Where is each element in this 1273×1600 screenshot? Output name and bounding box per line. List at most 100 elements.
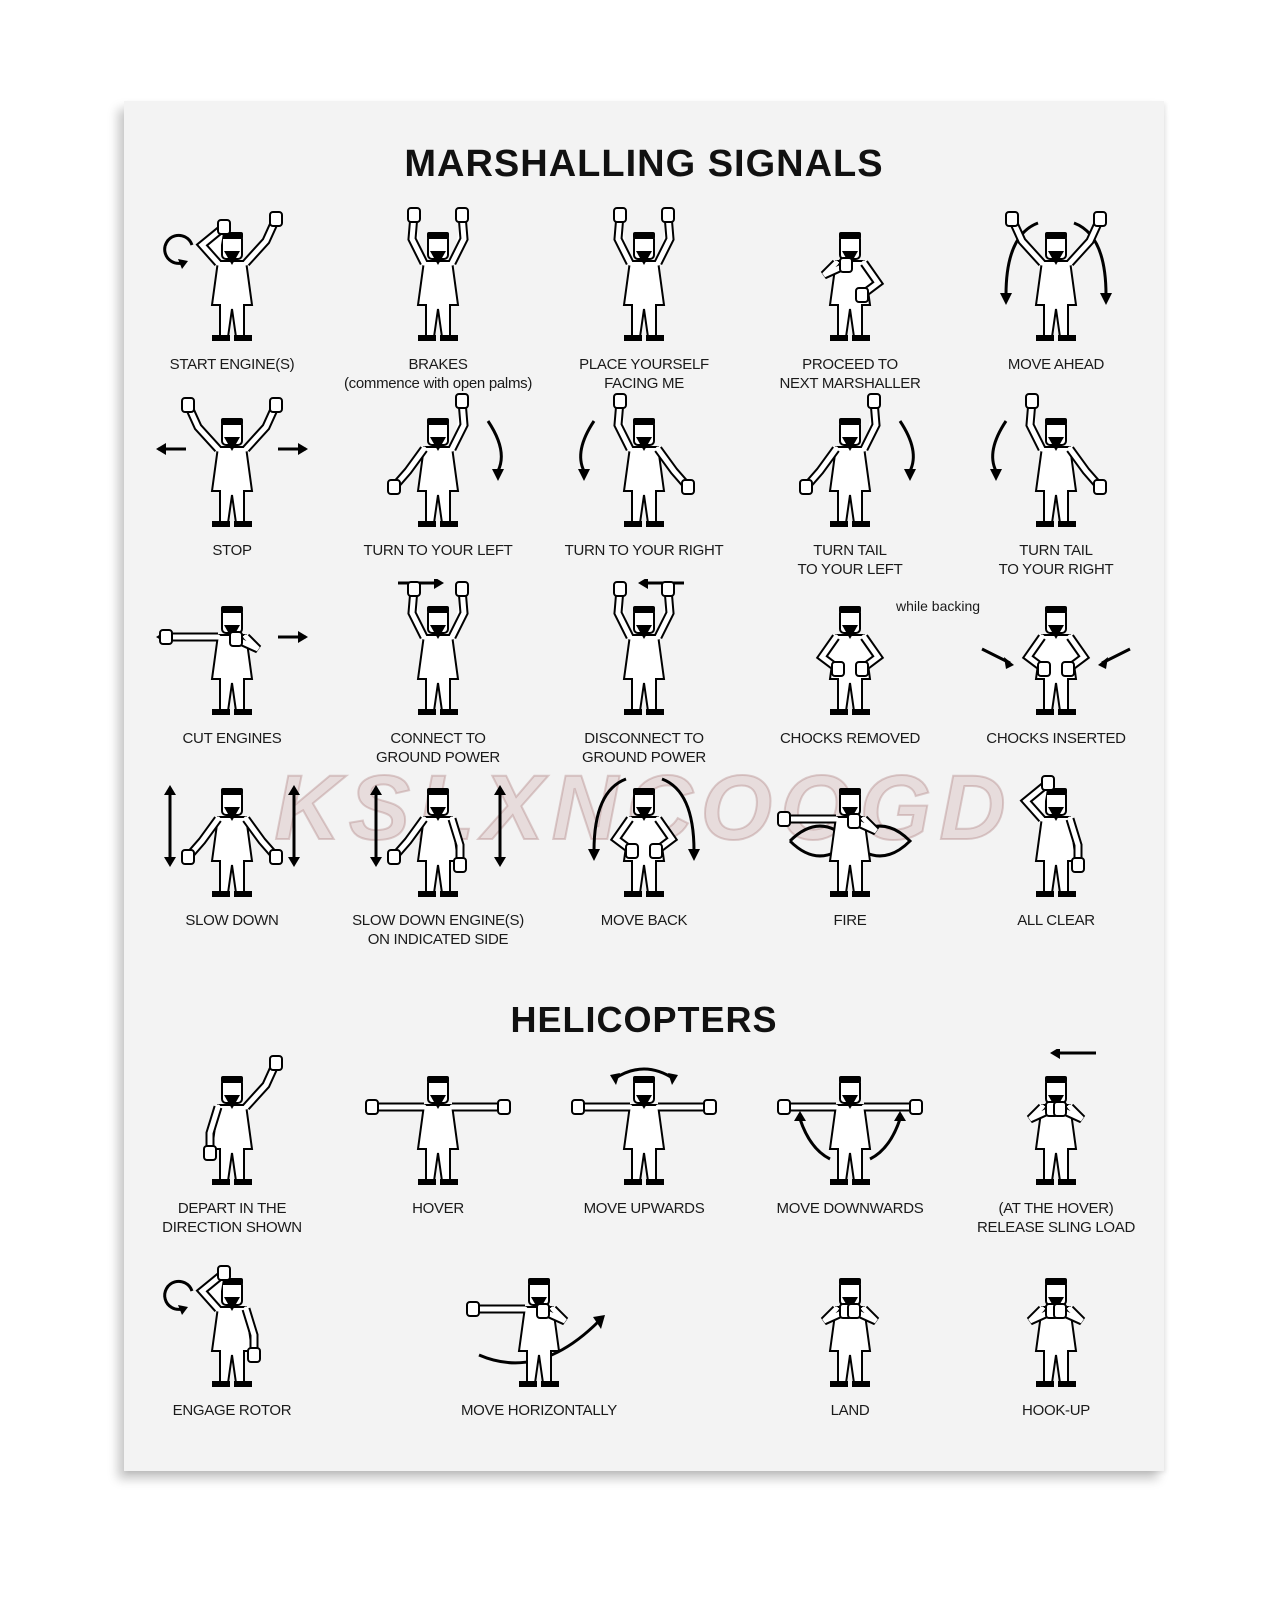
- marshaller-figure-icon: [770, 205, 930, 345]
- signal-sublabel: FACING ME: [604, 375, 684, 392]
- signal-label: CONNECT TO: [390, 730, 486, 747]
- signal-card: STOP: [130, 391, 334, 561]
- signal-label: ALL CLEAR: [1017, 912, 1095, 929]
- signal-card: MOVE AHEAD: [954, 205, 1158, 375]
- signal-card: MOVE UPWARDS: [542, 1049, 746, 1219]
- while-backing-note: while backing: [896, 598, 981, 614]
- signal-card: SLOW DOWN: [130, 761, 334, 931]
- signal-card: BRAKES (commence with open palms): [336, 205, 540, 392]
- signal-label: SLOW DOWN: [185, 912, 279, 929]
- signal-label: START ENGINE(S): [169, 356, 295, 373]
- marshaller-figure-icon: [152, 579, 312, 719]
- marshaller-figure-icon: [564, 761, 724, 901]
- signal-card: (AT THE HOVER) RELEASE SLING LOAD: [954, 1047, 1158, 1236]
- signal-card: TURN TO YOUR LEFT: [336, 391, 540, 561]
- signal-card: TURN TAIL TO YOUR RIGHT: [954, 391, 1158, 578]
- signal-card: LAND: [748, 1251, 952, 1421]
- signal-sublabel: ON INDICATED SIDE: [367, 931, 509, 948]
- signal-sublabel: NEXT MARSHALLER: [779, 375, 921, 392]
- marshaller-figure-icon: [358, 761, 518, 901]
- signal-card: FIRE: [748, 761, 952, 931]
- signal-card: CONNECT TO GROUND POWER: [336, 577, 540, 766]
- signal-card: CHOCKS INSERTED: [954, 579, 1158, 749]
- signal-label: MOVE BACK: [600, 912, 688, 929]
- signal-label: SLOW DOWN ENGINE(S): [352, 912, 524, 929]
- signal-label: LAND: [830, 1402, 870, 1419]
- signal-label: (AT THE HOVER): [998, 1200, 1114, 1217]
- signal-card: TURN TO YOUR RIGHT: [542, 391, 746, 561]
- marshaller-figure-icon: [976, 579, 1136, 719]
- signal-label: PLACE YOURSELF: [579, 356, 709, 373]
- marshaller-figure-icon: [358, 577, 518, 719]
- signal-card: ALL CLEAR: [954, 761, 1158, 931]
- helicopters-title: HELICOPTERS: [510, 999, 778, 1040]
- marshaller-figure-icon: [152, 391, 312, 531]
- marshaller-figure-icon: [976, 1251, 1136, 1391]
- signal-sublabel: GROUND POWER: [582, 749, 706, 766]
- marshaller-figure-icon: [152, 205, 312, 345]
- marshaller-figure-icon: [564, 577, 724, 719]
- signal-card: DEPART IN THE DIRECTION SHOWN: [130, 1049, 334, 1236]
- signal-label: HOOK-UP: [1022, 1402, 1090, 1419]
- signal-label: TURN TO YOUR RIGHT: [564, 542, 724, 559]
- signal-card: PLACE YOURSELF FACING ME: [542, 205, 746, 392]
- marshaller-figure-icon: [358, 205, 518, 345]
- signal-card: DISCONNECT TO GROUND POWER: [542, 577, 746, 766]
- signal-card: CUT ENGINES: [130, 579, 334, 749]
- marshaller-figure-icon: [770, 1251, 930, 1391]
- signal-label: TURN TAIL: [813, 542, 887, 559]
- signal-label: ENGAGE ROTOR: [172, 1402, 292, 1419]
- signal-sublabel: (commence with open palms): [343, 375, 533, 392]
- signal-label: TURN TO YOUR LEFT: [363, 542, 513, 559]
- marshaller-figure-icon: [976, 391, 1136, 531]
- signal-sublabel: DIRECTION SHOWN: [162, 1219, 302, 1236]
- signal-card: HOOK-UP: [954, 1251, 1158, 1421]
- marshalling-poster: KSLXNCOOGD MARSHALLING SIGNALS START ENG…: [124, 101, 1164, 1471]
- signal-label: TURN TAIL: [1019, 542, 1093, 559]
- signal-sublabel: TO YOUR LEFT: [797, 561, 903, 578]
- signal-sublabel: RELEASE SLING LOAD: [977, 1219, 1135, 1236]
- marshaller-figure-icon: [152, 761, 312, 901]
- signal-sublabel: GROUND POWER: [376, 749, 500, 766]
- signal-label: MOVE DOWNWARDS: [776, 1200, 924, 1217]
- marshaller-figure-icon: [770, 391, 930, 531]
- marshaller-figure-icon: [564, 391, 724, 531]
- signal-label: MOVE AHEAD: [1007, 356, 1105, 373]
- signal-card: MOVE HORIZONTALLY: [336, 1251, 742, 1421]
- signal-card: SLOW DOWN ENGINE(S) ON INDICATED SIDE: [336, 761, 540, 948]
- marshaller-figure-icon: [564, 1049, 724, 1189]
- signal-label: HOVER: [412, 1200, 464, 1217]
- signal-label: STOP: [212, 542, 252, 559]
- marshaller-figure-icon: [459, 1251, 619, 1391]
- signal-card: CHOCKS REMOVED: [748, 579, 952, 749]
- marshaller-figure-icon: [770, 579, 930, 719]
- marshaller-figure-icon: [152, 1049, 312, 1189]
- signal-card: ENGAGE ROTOR: [130, 1251, 334, 1421]
- signal-label: BRAKES: [408, 356, 468, 373]
- marshaller-figure-icon: [152, 1251, 312, 1391]
- signal-label: CHOCKS REMOVED: [780, 730, 920, 747]
- marshaller-figure-icon: [976, 205, 1136, 345]
- marshaller-figure-icon: [976, 1047, 1136, 1189]
- marshaller-figure-icon: [564, 205, 724, 345]
- signal-card: MOVE DOWNWARDS: [748, 1049, 952, 1219]
- signal-card: TURN TAIL TO YOUR LEFT: [748, 391, 952, 578]
- marshaller-figure-icon: [976, 761, 1136, 901]
- poster-title: MARSHALLING SIGNALS: [404, 143, 884, 185]
- marshaller-figure-icon: [770, 761, 930, 901]
- marshaller-figure-icon: [770, 1049, 930, 1189]
- signal-label: DEPART IN THE: [177, 1200, 287, 1217]
- marshaller-figure-icon: [358, 391, 518, 531]
- signal-label: MOVE HORIZONTALLY: [460, 1402, 618, 1419]
- signal-card: HOVER: [336, 1049, 540, 1219]
- signal-sublabel: TO YOUR RIGHT: [998, 561, 1114, 578]
- signal-card: START ENGINE(S): [130, 205, 334, 375]
- signal-label: FIRE: [833, 912, 867, 929]
- signal-label: MOVE UPWARDS: [583, 1200, 705, 1217]
- signal-label: DISCONNECT TO: [584, 730, 704, 747]
- signal-label: CUT ENGINES: [182, 730, 282, 747]
- marshaller-figure-icon: [358, 1049, 518, 1189]
- signal-card: MOVE BACK: [542, 761, 746, 931]
- signal-label: CHOCKS INSERTED: [986, 730, 1126, 747]
